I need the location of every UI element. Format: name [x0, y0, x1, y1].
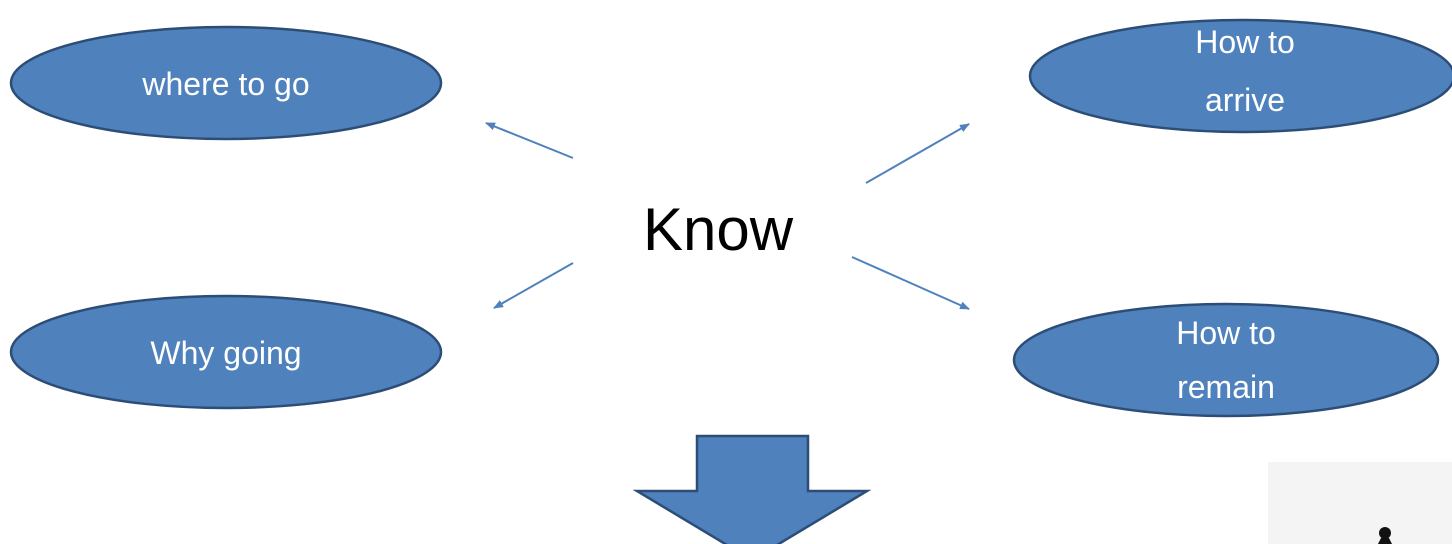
node-ellipse	[1012, 302, 1440, 418]
node-label-line-1: How to	[1176, 315, 1276, 351]
node-how-to-arrive: How to arrive	[1028, 18, 1452, 134]
node-why-going: Why going	[9, 294, 443, 410]
pawn-neck	[1378, 538, 1392, 544]
node-label-line-2: arrive	[1205, 82, 1285, 118]
node-label-line-2: remain	[1177, 369, 1275, 405]
node-label-line-1: How to	[1195, 24, 1295, 60]
connector-arrow-where-to-go	[485, 122, 574, 159]
node-how-to-remain: How to remain	[1012, 302, 1440, 418]
node-ellipse	[1028, 18, 1452, 134]
chess-pawn-icon	[1268, 462, 1452, 544]
node-label: where to go	[141, 66, 309, 102]
node-where-to-go: where to go	[9, 25, 443, 141]
node-label: Why going	[150, 335, 301, 371]
center-label: Know	[643, 196, 794, 263]
down-arrow-icon	[632, 434, 872, 544]
node-ellipse	[9, 294, 443, 410]
pawn-head	[1379, 527, 1391, 539]
node-ellipse	[9, 25, 443, 141]
pawn-image-backdrop	[1268, 462, 1452, 544]
connector-arrow-why-going	[493, 262, 574, 309]
connector-arrow-how-to-arrive	[865, 123, 970, 184]
connector-arrow-how-to-remain	[851, 256, 970, 310]
